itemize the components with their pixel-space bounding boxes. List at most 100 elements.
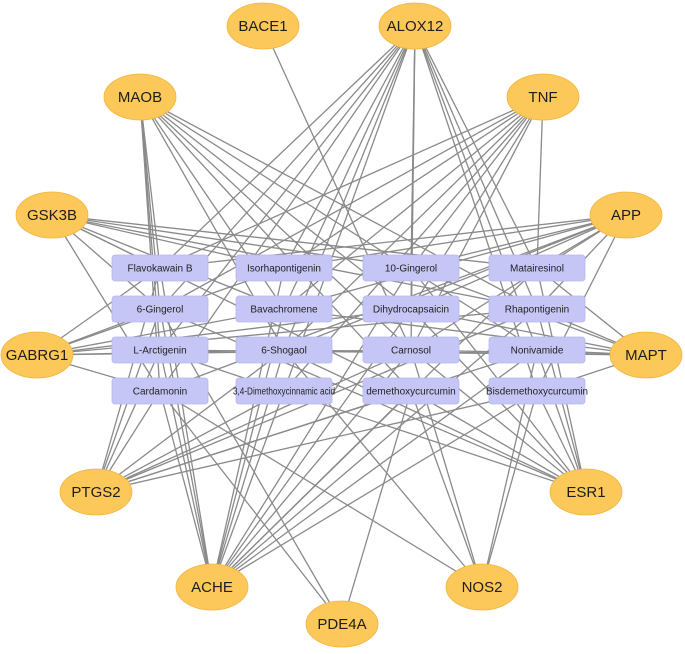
edge-esr1-l-arctigenin [159, 349, 587, 493]
edge-pde4a-demethoxycurcumin [341, 390, 412, 625]
compound-box [111, 377, 209, 405]
edge-app-carnosol [410, 214, 627, 351]
edge-gsk3b-10-gingerol [51, 214, 412, 269]
target-label: GABRG1 [6, 347, 69, 364]
target-node-maob[interactable]: MAOB [103, 73, 177, 121]
compound-label: 6-Gingerol [137, 305, 184, 316]
compound-label: Flavokawain B [127, 264, 192, 275]
edge-tnf-6-gingerol [159, 96, 544, 310]
edge-tnf-10-gingerol [410, 96, 544, 269]
target-ellipse [609, 331, 683, 379]
target-node-gabrg1[interactable]: GABRG1 [0, 331, 74, 379]
target-label: ESR1 [566, 484, 605, 501]
target-node-esr1[interactable]: ESR1 [549, 468, 623, 516]
compound-node-cardamonin[interactable]: Cardamonin [111, 377, 209, 405]
compound-node-carnosol[interactable]: Carnosol [362, 336, 460, 364]
edge-ptgs2-l-arctigenin [95, 349, 161, 493]
target-ellipse [59, 468, 133, 516]
target-node-bace1[interactable]: BACE1 [226, 2, 300, 50]
target-ellipse [445, 563, 519, 611]
compound-node-bisdemethoxycurcumin[interactable]: Bisdemethoxycurcumin [486, 377, 588, 405]
compound-box [488, 254, 586, 282]
compound-label: Dihydrocapsaicin [373, 305, 449, 316]
compound-node-10-gingerol[interactable]: 10-Gingerol [362, 254, 460, 282]
target-node-mapt[interactable]: MAPT [609, 331, 683, 379]
compound-box [362, 254, 460, 282]
compound-box [488, 295, 586, 323]
target-ellipse [589, 191, 663, 239]
compound-node-nonivamide[interactable]: Nonivamide [488, 336, 586, 364]
target-node-app[interactable]: APP [589, 191, 663, 239]
edge-nos2-bisdemethoxycurcumin [481, 390, 538, 588]
compound-node-isorhapontigenin[interactable]: Isorhapontigenin [235, 254, 333, 282]
compound-node-flavokawain-b[interactable]: Flavokawain B [111, 254, 209, 282]
edge-ache-rhapontigenin [211, 308, 538, 588]
edge-ptgs2-6-shogaol [95, 349, 285, 493]
edge-nos2-cardamonin [159, 390, 483, 588]
edge-maob-nonivamide [139, 96, 538, 351]
compound-box [235, 377, 333, 405]
compound-label: Matairesinol [510, 264, 564, 275]
edge-tnf-matairesinol [536, 96, 544, 269]
compound-box [235, 254, 333, 282]
compound-node-matairesinol[interactable]: Matairesinol [488, 254, 586, 282]
edge-ache-bisdemethoxycurcumin [211, 390, 538, 588]
edge-tnf-isorhapontigenin [283, 96, 544, 269]
target-label: BACE1 [238, 18, 287, 35]
edge-esr1-demethoxycurcumin [410, 390, 587, 493]
compound-node-6-shogaol[interactable]: 6-Shogaol [235, 336, 333, 364]
target-ellipse [378, 2, 452, 50]
compound-box [235, 336, 333, 364]
target-node-nos2[interactable]: NOS2 [445, 563, 519, 611]
compound-node-bavachromene[interactable]: Bavachromene [235, 295, 333, 323]
target-label: NOS2 [462, 579, 503, 596]
compound-node-dihydrocapsaicin[interactable]: Dihydrocapsaicin [362, 295, 460, 323]
compound-box [362, 336, 460, 364]
edge-esr1-nonivamide [536, 349, 587, 493]
edge-ache-matairesinol [211, 267, 538, 588]
compound-node-l-arctigenin[interactable]: L-Arctigenin [111, 336, 209, 364]
compound-label: 6-Shogaol [261, 346, 307, 357]
edge-app-isorhapontigenin [283, 214, 627, 269]
target-ellipse [103, 73, 177, 121]
target-ellipse [549, 468, 623, 516]
target-node-ache[interactable]: ACHE [175, 563, 249, 611]
target-node-pde4a[interactable]: PDE4A [305, 600, 379, 648]
target-ellipse [226, 2, 300, 50]
compound-node-dimethoxycinnamic-acid[interactable]: 3,4-Dimethoxycinnamic acid [233, 377, 335, 405]
compound-label: Cardamonin [133, 387, 187, 398]
target-ellipse [175, 563, 249, 611]
edge-pde4a-cardamonin [159, 390, 343, 625]
edge-alox12-isorhapontigenin [283, 25, 416, 269]
edge-alox12-flavokawain-b [159, 25, 416, 269]
compound-node-6-gingerol[interactable]: 6-Gingerol [111, 295, 209, 323]
target-label: GSK3B [27, 207, 77, 224]
compound-node-demethoxycurcumin[interactable]: demethoxycurcumin [362, 377, 460, 405]
compound-box [362, 377, 460, 405]
compound-label: Carnosol [391, 346, 431, 357]
edge-mapt-bavachromene [283, 308, 647, 356]
compound-label: Bisdemethoxycurcumin [486, 387, 588, 398]
target-label: ACHE [191, 579, 233, 596]
target-node-tnf[interactable]: TNF [506, 73, 580, 121]
target-node-alox12[interactable]: ALOX12 [378, 2, 452, 50]
compound-node-rhapontigenin[interactable]: Rhapontigenin [488, 295, 586, 323]
target-node-gsk3b[interactable]: GSK3B [15, 191, 89, 239]
compound-label: Isorhapontigenin [247, 264, 321, 275]
target-ellipse [15, 191, 89, 239]
edge-tnf-flavokawain-b [159, 96, 544, 269]
target-label: TNF [528, 89, 557, 106]
compound-label: demethoxycurcumin [366, 387, 455, 398]
compound-box [111, 254, 209, 282]
compound-box [488, 336, 586, 364]
edge-gsk3b-demethoxycurcumin [51, 214, 412, 392]
compound-box [111, 295, 209, 323]
target-node-ptgs2[interactable]: PTGS2 [59, 468, 133, 516]
edge-ache-cardamonin [159, 390, 213, 588]
edge-ptgs2-nonivamide [95, 349, 538, 493]
target-ellipse [305, 600, 379, 648]
compound-label: 3,4-Dimethoxycinnamic acid [233, 387, 335, 398]
target-label: PTGS2 [71, 484, 120, 501]
